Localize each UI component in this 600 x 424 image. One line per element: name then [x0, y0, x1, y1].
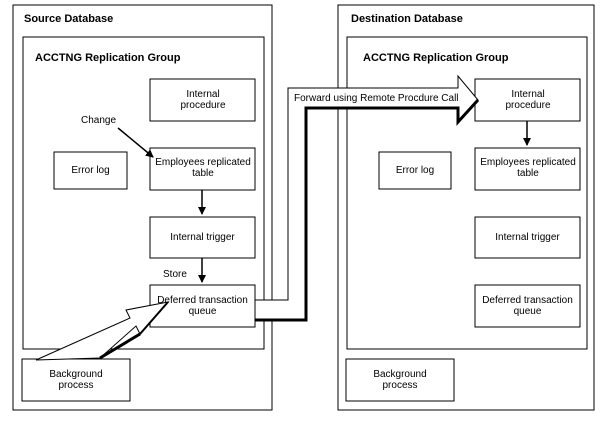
destination-background-process-box — [345, 358, 455, 402]
source-database-frame — [12, 4, 273, 411]
source-error-log-label: Error log — [71, 165, 110, 176]
destination-group-title: ACCTNG Replication Group — [363, 52, 509, 64]
destination-internal-procedure-label: Internal procedure — [505, 89, 551, 111]
source-internal-trigger-label: Internal trigger — [170, 232, 235, 243]
destination-deferred-queue-box — [474, 284, 581, 328]
destination-database-frame — [337, 4, 595, 411]
source-background-process-box — [21, 358, 131, 402]
store-label: Store — [163, 269, 187, 280]
source-error-log-box — [53, 151, 128, 190]
forward-rpc-arrow — [254, 74, 479, 321]
change-arrow — [117, 127, 154, 158]
background-process-fat-arrow — [35, 301, 170, 361]
destination-background-process-label: Background process — [373, 369, 427, 391]
background-arrow-shadow — [99, 332, 141, 360]
forward-rpc-arrow-shadow — [255, 98, 480, 322]
source-employees-table-box — [149, 147, 256, 191]
destination-internal-trigger-box — [474, 216, 581, 259]
source-database-title: Source Database — [24, 13, 114, 25]
source-employees-table-label: Employees replicated table — [155, 157, 251, 179]
source-internal-trigger-box — [149, 216, 256, 259]
destination-internal-trigger-label: Internal trigger — [495, 232, 560, 243]
destination-error-log-box — [378, 151, 452, 190]
destination-error-log-label: Error log — [395, 165, 435, 176]
change-label: Change — [81, 115, 117, 126]
destination-group-frame — [346, 36, 588, 350]
source-background-process-label: Background process — [49, 369, 103, 391]
destination-deferred-queue-label: Deferred transaction queue — [482, 295, 573, 317]
background-arrow-head-shadow — [139, 301, 169, 335]
source-internal-procedure-label: Internal procedure — [180, 89, 226, 111]
destination-database-title: Destination Database — [351, 13, 463, 25]
destination-employees-table-box — [474, 147, 581, 191]
destination-employees-table-label: Employees replicated table — [480, 157, 576, 179]
source-group-frame — [22, 36, 265, 350]
source-internal-procedure-box — [149, 78, 256, 122]
source-group-title: ACCTNG Replication Group — [35, 52, 181, 64]
source-deferred-queue-label: Deferred transaction queue — [157, 295, 248, 317]
forward-rpc-label: Forward using Remote Procdure Call — [294, 93, 459, 104]
destination-internal-procedure-box — [474, 78, 581, 122]
